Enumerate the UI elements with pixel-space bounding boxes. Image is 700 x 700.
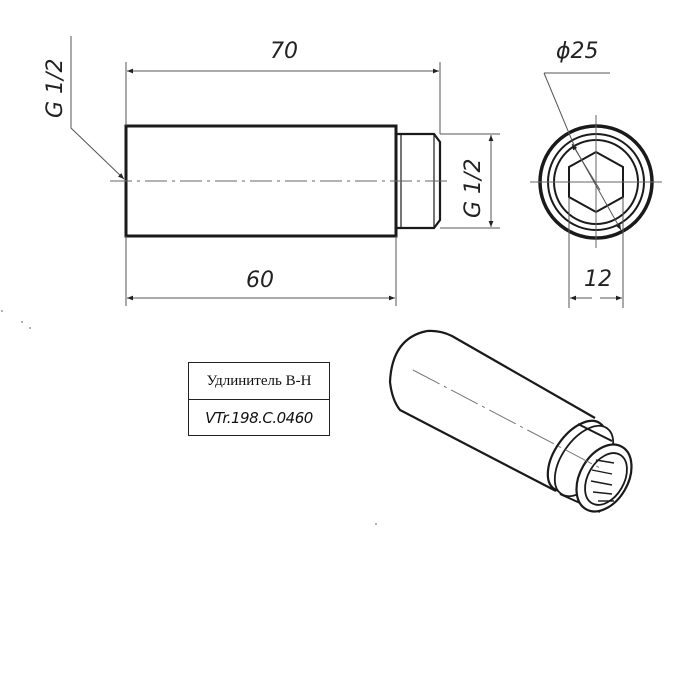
part-designation: VTr.198.C.0460 — [205, 408, 313, 427]
dim-outer-diameter: ϕ25 — [556, 39, 599, 64]
leader-thread-left — [70, 36, 125, 180]
dim-thread-right: G 1/2 — [461, 159, 486, 218]
front-view: 70 60 G 1/2 G 1/2 — [43, 36, 500, 306]
title-block: Удлинитель В-Н VTr.198.C.0460 — [188, 362, 330, 436]
isometric-view — [388, 329, 633, 513]
dim-overall-length: 70 — [270, 39, 298, 64]
scan-specks — [1, 310, 377, 525]
part-name: Удлинитель В-Н — [189, 363, 329, 400]
dim-thread-left: G 1/2 — [43, 59, 68, 118]
dim-hex-size: 12 — [584, 267, 612, 292]
spline-teeth — [590, 459, 615, 502]
end-view: ϕ25 12 — [530, 39, 662, 308]
dim-body-length: 60 — [246, 268, 274, 293]
